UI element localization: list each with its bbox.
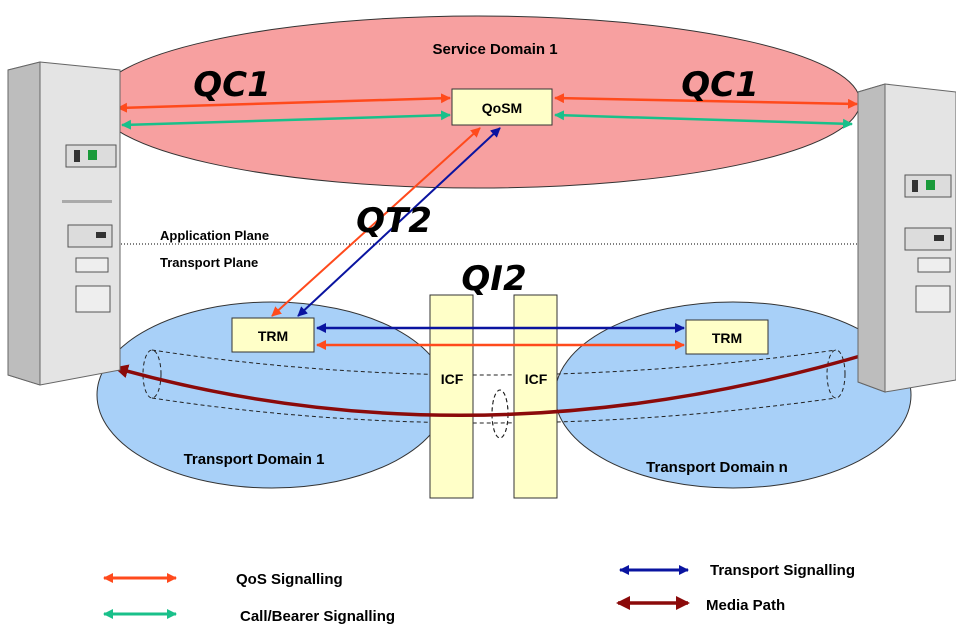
qc1-right-arrow	[554, 93, 858, 109]
transport-domain-n-label: Transport Domain n	[646, 459, 788, 476]
qc1-left-arrow	[117, 93, 451, 113]
transport-plane-label: Transport Plane	[160, 255, 258, 270]
qi2-label: QI2	[461, 259, 526, 299]
trm-left-label: TRM	[258, 328, 288, 344]
qt2-label: QT2	[356, 201, 432, 241]
legend-media-label: Media Path	[706, 597, 785, 614]
qt2-transport-arrow	[297, 127, 501, 317]
right-server-icon	[857, 83, 956, 393]
left-server-icon	[7, 61, 121, 386]
legend-call-bearer-label: Call/Bearer Signalling	[240, 608, 395, 625]
transport-domain-1-label: Transport Domain 1	[184, 451, 325, 468]
qc1-left-label: QC1	[193, 65, 271, 105]
service-domain-label: Service Domain 1	[432, 41, 557, 58]
media-path-arrow	[114, 348, 876, 418]
qosm-label: QoSM	[482, 100, 522, 116]
legend-transport-label: Transport Signalling	[710, 562, 855, 579]
icf-right-label: ICF	[525, 371, 548, 387]
qosm-box	[451, 88, 553, 126]
trm-right-box	[685, 319, 769, 355]
call-bearer-right-arrow	[554, 110, 853, 129]
trm-right-label: TRM	[712, 330, 742, 346]
icf-left-label: ICF	[441, 371, 464, 387]
application-plane-label: Application Plane	[160, 228, 269, 243]
legend-qos-label: QoS Signalling	[236, 571, 343, 588]
icf-left-box	[429, 294, 474, 499]
icf-right-box	[513, 294, 558, 499]
call-bearer-left-arrow	[121, 110, 451, 130]
qc1-right-label: QC1	[681, 65, 759, 105]
